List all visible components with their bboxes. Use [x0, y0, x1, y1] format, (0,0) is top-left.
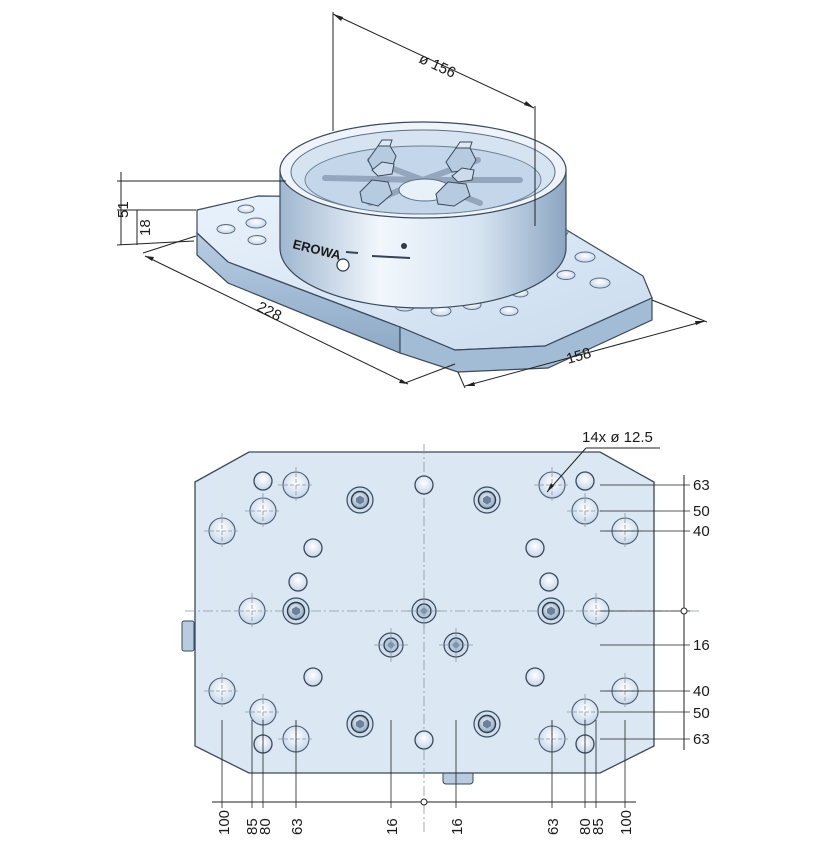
length-dimension	[142, 235, 456, 385]
through-hole	[567, 493, 603, 529]
bottom-dim-label: 100	[618, 810, 635, 835]
right-dim-label: 63	[693, 731, 710, 748]
small-hole	[414, 475, 434, 495]
through-hole	[204, 513, 240, 549]
height-dimensions	[116, 172, 286, 246]
width-dimension	[457, 299, 708, 389]
small-holes	[253, 471, 595, 754]
pilot-hole	[407, 594, 441, 628]
right-dim-label: 50	[693, 503, 710, 520]
datum-marker	[420, 798, 428, 806]
small-hole	[414, 730, 434, 750]
small-hole	[539, 572, 559, 592]
base-plate-side-right	[399, 297, 653, 373]
small-hole	[575, 471, 595, 491]
through-hole	[278, 467, 314, 503]
diameter-dimension	[332, 12, 536, 226]
right-dim-label: 63	[693, 477, 710, 494]
bottom-dim-label: 16	[384, 818, 401, 835]
pilot-hole	[439, 628, 473, 662]
bottom-dim-label: 80	[257, 818, 274, 835]
through-hole	[245, 493, 281, 529]
width-label: 158	[564, 345, 593, 368]
right-dim-label: 50	[693, 705, 710, 722]
through-hole	[204, 673, 240, 709]
right-dim-label: 40	[693, 523, 710, 540]
isometric-view: EROWA ø 156 51 18	[115, 12, 708, 389]
hole-callout-label: 14x ø 12.5	[582, 429, 653, 446]
through-hole	[567, 694, 603, 730]
small-hole	[303, 667, 323, 687]
pilot-hole	[374, 628, 408, 662]
side-connector	[181, 620, 195, 652]
height-base-label: 18	[137, 219, 154, 236]
serial-band-2	[371, 255, 411, 259]
bolt-hole	[346, 710, 374, 738]
height-total-label: 51	[115, 201, 132, 218]
bottom-dim-label: 85	[590, 818, 607, 835]
bolt-holes	[282, 486, 565, 738]
chuck-jaws	[359, 139, 477, 207]
small-hole	[525, 667, 545, 687]
bottom-dim-label: 100	[216, 810, 233, 835]
bolt-hole	[346, 486, 374, 514]
bottom-dim-label: 63	[545, 818, 562, 835]
bottom-dim-label: 63	[289, 818, 306, 835]
small-hole	[525, 538, 545, 558]
through-hole	[234, 593, 270, 629]
small-hole	[303, 538, 323, 558]
bolt-hole	[537, 597, 565, 625]
serial-band-1	[345, 251, 359, 254]
bolt-hole	[473, 710, 501, 738]
right-dim-label: 40	[693, 683, 710, 700]
small-hole	[253, 471, 273, 491]
bottom-dim-label: 85	[244, 818, 261, 835]
right-dimension-chain: 63 50 40 16 40 50 63	[600, 475, 710, 750]
bottom-dim-label: 16	[449, 818, 466, 835]
diameter-label: ø 156	[416, 50, 458, 82]
through-hole	[245, 694, 281, 730]
brand-logo-icon	[336, 258, 350, 272]
right-dim-label: 16	[693, 637, 710, 654]
hole-callout-leader	[546, 447, 660, 493]
bolt-hole	[473, 486, 501, 514]
indicator-dot	[401, 243, 407, 249]
small-hole	[288, 572, 308, 592]
datum-marker	[680, 607, 688, 615]
bottom-dim-label: 80	[577, 818, 594, 835]
bolt-hole	[282, 597, 310, 625]
